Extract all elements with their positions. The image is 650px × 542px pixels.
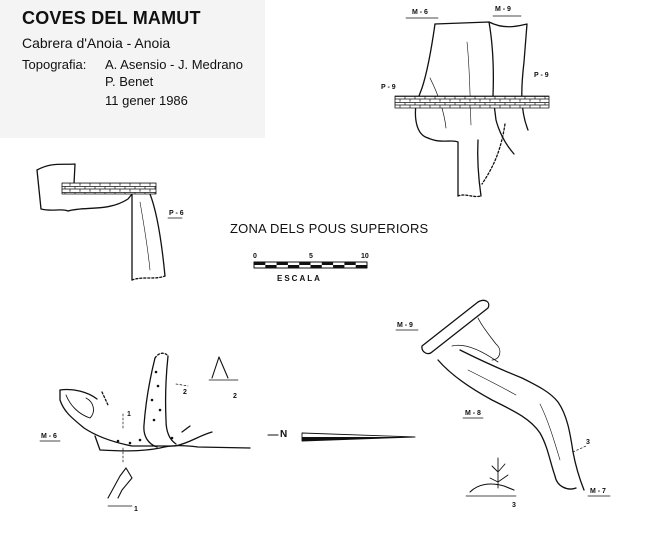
location-subtitle: Cabrera d'Anoia - Anoia bbox=[22, 35, 171, 51]
section-2-left-label: 2 bbox=[183, 389, 187, 396]
station-p9-left: P - 9 bbox=[381, 84, 396, 91]
plan-lower-left-section-1-profile bbox=[107, 467, 133, 499]
plan-lower-right bbox=[395, 299, 611, 497]
section-left-ledge-lower bbox=[67, 193, 133, 212]
north-arrow-label: N bbox=[280, 429, 288, 440]
plan-lower-left-branch-end bbox=[154, 352, 169, 359]
section-left-p6 bbox=[36, 163, 183, 281]
station-m8: M - 8 bbox=[465, 410, 481, 417]
section-1-bottom-label: 1 bbox=[134, 506, 138, 513]
zone-title: ZONA DELS POUS SUPERIORS bbox=[230, 221, 429, 236]
scale-tick-5: 5 bbox=[309, 253, 313, 260]
plan-lower-right-link-2 bbox=[451, 344, 499, 363]
section-upper-right-detail-2 bbox=[466, 41, 472, 126]
scale-tick-10: 10 bbox=[361, 253, 369, 260]
plan-lower-left-branch-left bbox=[143, 357, 158, 448]
section-upper-right-shaft-right bbox=[477, 139, 482, 197]
section-upper-right-far-wall bbox=[488, 21, 529, 131]
plan-lower-right-section-3-profile bbox=[489, 457, 509, 489]
plan-lower-left bbox=[39, 352, 251, 507]
plan-lower-right-inner-2 bbox=[539, 403, 561, 461]
plan-lower-right-inner bbox=[467, 369, 517, 396]
section-2-right-label: 2 bbox=[233, 393, 237, 400]
section-1-top-label: 1 bbox=[127, 411, 131, 418]
plan-lower-right-link bbox=[477, 317, 501, 361]
section-left-detail bbox=[139, 201, 151, 271]
section-left-left-wall bbox=[36, 169, 69, 212]
station-m9-top: M - 9 bbox=[495, 6, 511, 13]
topography-author-2: P. Benet bbox=[105, 74, 154, 89]
plan-lower-left-spur bbox=[181, 425, 191, 433]
section-left-shaft-right bbox=[149, 193, 166, 277]
plan-lower-left-outer-top bbox=[59, 389, 213, 447]
scale-label: ESCALA bbox=[277, 274, 322, 283]
plan-lower-left-loop bbox=[65, 394, 94, 419]
north-arrow bbox=[267, 432, 416, 442]
section-upper-right-wall-right bbox=[434, 21, 515, 155]
station-m7: M - 7 bbox=[590, 488, 606, 495]
plan-lower-left-section-2-profile bbox=[211, 356, 229, 379]
section-upper-right bbox=[394, 15, 550, 198]
section-3-bottom-label: 3 bbox=[512, 502, 516, 509]
section-3-right-label: 3 bbox=[586, 439, 590, 446]
plan-lower-right-main-left bbox=[437, 359, 577, 490]
station-m9-bottom: M - 9 bbox=[397, 322, 413, 329]
topography-authors: A. Asensio - J. Medrano bbox=[105, 57, 244, 72]
plan-lower-left-stub bbox=[59, 388, 98, 400]
topography-label: Topografia: bbox=[22, 57, 87, 72]
plan-lower-left-outer-bottom bbox=[94, 435, 251, 452]
section-upper-right-wall-left bbox=[414, 23, 436, 139]
section-upper-right-brick-ledge bbox=[394, 95, 550, 109]
header-block bbox=[0, 0, 265, 138]
plan-lower-right-main-right bbox=[459, 349, 585, 491]
station-p6: P - 6 bbox=[169, 210, 184, 217]
plan-lower-right-top-passage bbox=[421, 299, 490, 355]
plan-lower-right-section-3 bbox=[572, 445, 587, 453]
section-left-top-wall bbox=[36, 163, 76, 185]
plan-lower-left-dashed bbox=[101, 391, 109, 406]
scale-bar bbox=[253, 261, 368, 269]
section-upper-right-rope bbox=[481, 123, 506, 185]
plan-lower-left-branch-right bbox=[164, 355, 177, 445]
station-p9-right: P - 9 bbox=[534, 72, 549, 79]
station-m6-bottom: M - 6 bbox=[41, 433, 57, 440]
cave-title: COVES DEL MAMUT bbox=[22, 8, 201, 28]
topography-date: 11 gener 1986 bbox=[105, 93, 188, 108]
station-m6-top: M - 6 bbox=[412, 9, 428, 16]
scale-tick-0: 0 bbox=[253, 253, 257, 260]
section-upper-right-floor bbox=[457, 194, 482, 198]
section-left-floor bbox=[131, 275, 166, 281]
section-upper-right-shaft-left bbox=[427, 137, 459, 197]
plan-lower-left-section-2 bbox=[175, 383, 189, 387]
section-left-brick-ledge bbox=[61, 182, 157, 195]
